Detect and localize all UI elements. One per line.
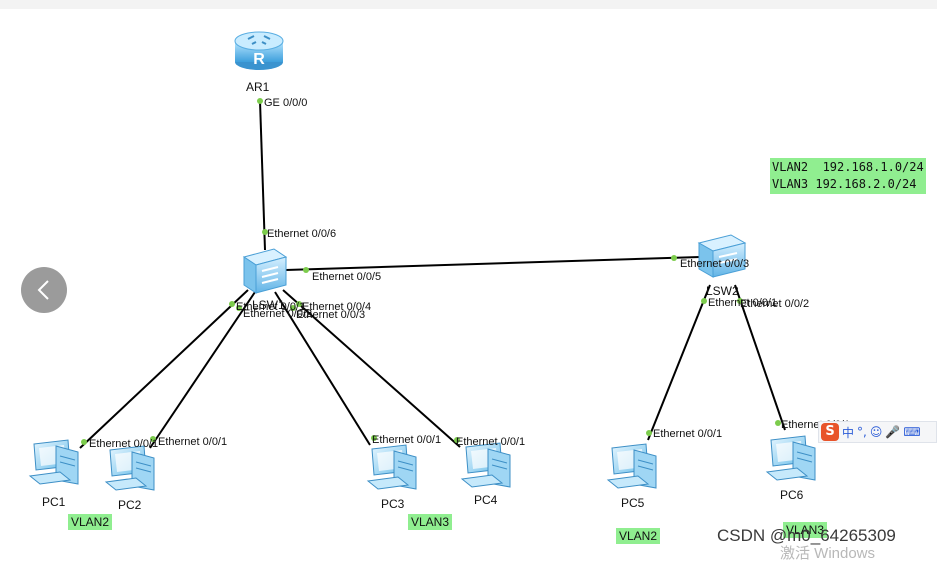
pc2-icon[interactable] <box>105 445 155 491</box>
pc2-label: PC2 <box>118 498 142 512</box>
pc4-label: PC4 <box>474 493 498 507</box>
link-ar1-lsw1 <box>259 100 266 251</box>
switch-lsw2-label: LSW2 <box>706 284 739 298</box>
port-label-lsw1-p4: Ethernet 0/0/4 <box>302 301 371 313</box>
csdn-watermark: CSDN @m0_64265309 <box>717 526 896 545</box>
legend-line-vlan2: VLAN2 192.168.1.0/24 <box>772 160 924 174</box>
switch-lsw1-label: LSW1 <box>252 298 285 312</box>
legend-line-vlan3: VLAN3 192.168.2.0/24 <box>772 177 917 191</box>
port-label-ar1-ge: GE 0/0/0 <box>264 97 307 109</box>
port-label-lsw2-p1: Ethernet 0/0/1 <box>708 297 777 309</box>
port-label-lsw1-to-lsw2: Ethernet 0/0/5 <box>312 271 381 283</box>
top-bar <box>0 0 937 9</box>
port-label-pc1: Ethernet 0/0/1 <box>89 438 158 450</box>
port-label-lsw1-p1: Ethernet 0/0/1 <box>236 301 305 313</box>
pc6-icon[interactable] <box>766 435 816 481</box>
port-label-pc2: Ethernet 0/0/1 <box>158 436 227 448</box>
ime-language-toggle[interactable]: 中 <box>842 425 855 440</box>
port-dots <box>81 98 781 445</box>
back-button[interactable] <box>21 267 67 313</box>
port-label-lsw1-p3: Ethernet 0/0/3 <box>296 309 365 321</box>
link-lsw2-pc6 <box>734 284 786 431</box>
emoji-icon[interactable]: ☺ <box>869 425 883 439</box>
pc4-icon[interactable] <box>461 442 511 488</box>
port-label-lsw1-p2: Ethernet 0/0/2 <box>243 308 312 320</box>
port-label-lsw2-p2: Ethernet 0/0/2 <box>740 298 809 310</box>
chevron-left-icon <box>37 280 49 300</box>
pc1-label: PC1 <box>42 495 66 509</box>
link-lsw1-pc1 <box>79 289 249 449</box>
pc1-icon[interactable] <box>29 439 79 485</box>
port-label-pc3: Ethernet 0/0/1 <box>372 434 441 446</box>
pc3-icon[interactable] <box>367 444 417 490</box>
pc3-label: PC3 <box>381 497 405 511</box>
router-ar1-icon[interactable]: R <box>234 31 284 70</box>
router-ar1-label: AR1 <box>246 80 270 94</box>
port-label-pc5: Ethernet 0/0/1 <box>653 428 722 440</box>
link-lsw1-pc3 <box>274 291 371 446</box>
windows-activation-watermark: 激活 Windows <box>780 545 876 562</box>
link-lsw1-pc2 <box>149 291 256 449</box>
link-lsw1-lsw2 <box>285 256 701 271</box>
microphone-icon[interactable]: 🎤 <box>885 425 901 439</box>
switch-lsw2-icon[interactable] <box>697 234 747 278</box>
port-label-lsw1-to-ar1: Ethernet 0/0/6 <box>267 228 336 240</box>
pc5-label: PC5 <box>621 496 645 510</box>
pc6-label: PC6 <box>780 488 804 502</box>
link-lsw2-pc5 <box>647 284 711 441</box>
vlan-tag-pc5: VLAN2 <box>616 528 661 544</box>
ime-toolbar[interactable]: S 中 °, ☺ 🎤 ⌨ <box>818 421 937 443</box>
switch-lsw1-icon[interactable] <box>242 248 288 294</box>
links <box>79 100 786 449</box>
link-lsw1-pc4 <box>282 289 461 448</box>
sogou-logo-icon[interactable]: S <box>821 423 839 441</box>
ime-punctuation-toggle[interactable]: °, <box>857 425 867 439</box>
vlan-tag-pc6: VLAN3 <box>783 522 828 538</box>
keyboard-icon[interactable]: ⌨ <box>903 425 921 439</box>
vlan-tag-group2: VLAN3 <box>408 514 453 530</box>
port-label-lsw2-to-lsw1: Ethernet 0/0/3 <box>680 258 749 270</box>
vlan-tag-group1: VLAN2 <box>68 514 113 530</box>
svg-text:R: R <box>253 51 265 68</box>
port-label-pc4: Ethernet 0/0/1 <box>456 436 525 448</box>
pc5-icon[interactable] <box>607 443 657 489</box>
